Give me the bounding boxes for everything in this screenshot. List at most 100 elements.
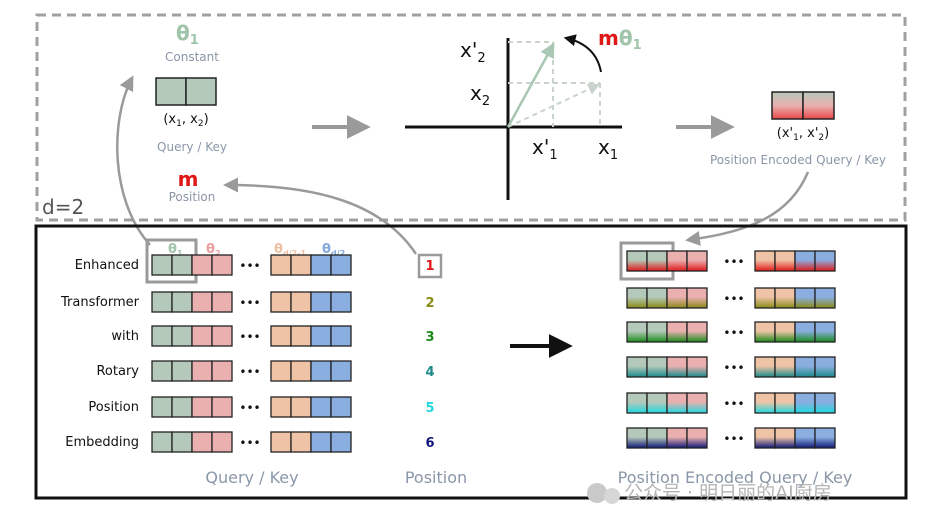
token-label: Rotary: [96, 364, 139, 379]
query-key-right-cells: [270, 291, 352, 313]
vector-cell: [290, 431, 312, 453]
vector-cell: [290, 291, 312, 313]
encoded-right-cells: [754, 427, 836, 449]
ellipsis: •••: [723, 361, 744, 375]
vector-cell: [626, 356, 648, 378]
token-label: Position: [88, 400, 139, 415]
vector-cell: [310, 396, 332, 418]
vector-cell: [626, 287, 648, 309]
caption-query-key: Query / Key: [205, 468, 298, 487]
vector-cell: [151, 431, 173, 453]
top-panel-frame: [35, 13, 907, 222]
dimension-label: d=2: [42, 195, 84, 219]
projection-lines: [508, 41, 601, 127]
vector-cell: [754, 356, 776, 378]
vector-cell: [310, 291, 332, 313]
vector-cell: [814, 356, 836, 378]
vector-cell: [754, 392, 776, 414]
vector-cell: [330, 431, 352, 453]
ellipsis: •••: [239, 401, 260, 415]
vector-cell: [151, 396, 173, 418]
vector-cell: [270, 396, 292, 418]
vector-cell: [290, 396, 312, 418]
vector-cell: [151, 360, 173, 382]
ellipsis: •••: [723, 432, 744, 446]
vector-cell: [794, 356, 816, 378]
vector-cell: [171, 360, 193, 382]
encoded-right-cells: [754, 287, 836, 309]
vector-cell: [191, 325, 213, 347]
vector-cell: [646, 250, 668, 272]
position-number: 6: [425, 436, 434, 451]
encoded-left-cells: [626, 427, 708, 449]
x2-prime-label: x'2: [460, 38, 486, 66]
position-number: 1: [425, 259, 434, 274]
vector-cell: [646, 287, 668, 309]
encoded-pair-label: (x'1, x'2): [777, 126, 829, 143]
vector-cell: [774, 321, 796, 343]
query-key-right-cells: [270, 360, 352, 382]
encoded-link-arrow: [685, 171, 810, 246]
vector-cell: [666, 356, 688, 378]
vector-cell: [290, 360, 312, 382]
x2-label: x2: [470, 81, 490, 109]
vector-cell: [686, 427, 708, 449]
vector-cell: [270, 291, 292, 313]
vector-cell: [191, 431, 213, 453]
encoded-left-cells: [626, 321, 708, 343]
encoded-left-cells: [626, 250, 708, 272]
encoded-pair-box: [771, 91, 835, 120]
vector-cell: [686, 392, 708, 414]
vector-cell: [774, 427, 796, 449]
token-label: with: [111, 329, 139, 344]
ellipsis: •••: [723, 292, 744, 306]
vector-cell: [646, 392, 668, 414]
query-key-left-cells: [151, 360, 233, 382]
vector-cell: [666, 427, 688, 449]
query-key-left-cells: [151, 291, 233, 313]
vector-cell: [666, 287, 688, 309]
caption-encoded: Position Encoded Query / Key: [618, 468, 853, 487]
vector-cell: [171, 325, 193, 347]
vector-cell: [310, 254, 332, 276]
vector-cell: [171, 431, 193, 453]
vector-cell: [686, 356, 708, 378]
vector-cell: [626, 427, 648, 449]
vector-cell: [270, 360, 292, 382]
vector-cell: [794, 287, 816, 309]
m-label: m: [178, 167, 199, 191]
vector-cell: [794, 392, 816, 414]
ellipsis: •••: [723, 397, 744, 411]
ellipsis: •••: [239, 365, 260, 379]
vector-cell: [666, 321, 688, 343]
watermark: 公众号 · 明日丽的AI厨房: [587, 482, 832, 504]
encoded-right-cells: [754, 392, 836, 414]
vector-cell: [646, 321, 668, 343]
ellipsis: •••: [239, 436, 260, 450]
ellipsis: •••: [723, 326, 744, 340]
token-label: Transformer: [60, 295, 140, 310]
vector-cell: [330, 396, 352, 418]
query-key-right-cells: [270, 396, 352, 418]
vector-cell: [686, 287, 708, 309]
vector-cell: [191, 291, 213, 313]
vector-cell: [310, 431, 332, 453]
vector-cell: [290, 325, 312, 347]
vector-cell: [626, 250, 648, 272]
vector-cell: [754, 250, 776, 272]
position-number: 3: [425, 330, 434, 345]
vector-cell: [774, 356, 796, 378]
vector-cell: [666, 392, 688, 414]
theta-1-constant: θ1: [176, 21, 199, 48]
theta-header-4: θd/2: [322, 242, 345, 258]
vector-cell: [191, 396, 213, 418]
query-key-left-cells: [151, 254, 233, 276]
query-key-left-cells: [151, 431, 233, 453]
vector-cell: [270, 431, 292, 453]
encoded-right-cells: [754, 321, 836, 343]
vector-cell: [794, 250, 816, 272]
query-key-right-cells: [270, 254, 352, 276]
vector-cell: [794, 427, 816, 449]
vector-cell: [211, 291, 233, 313]
vector-cell: [151, 325, 173, 347]
